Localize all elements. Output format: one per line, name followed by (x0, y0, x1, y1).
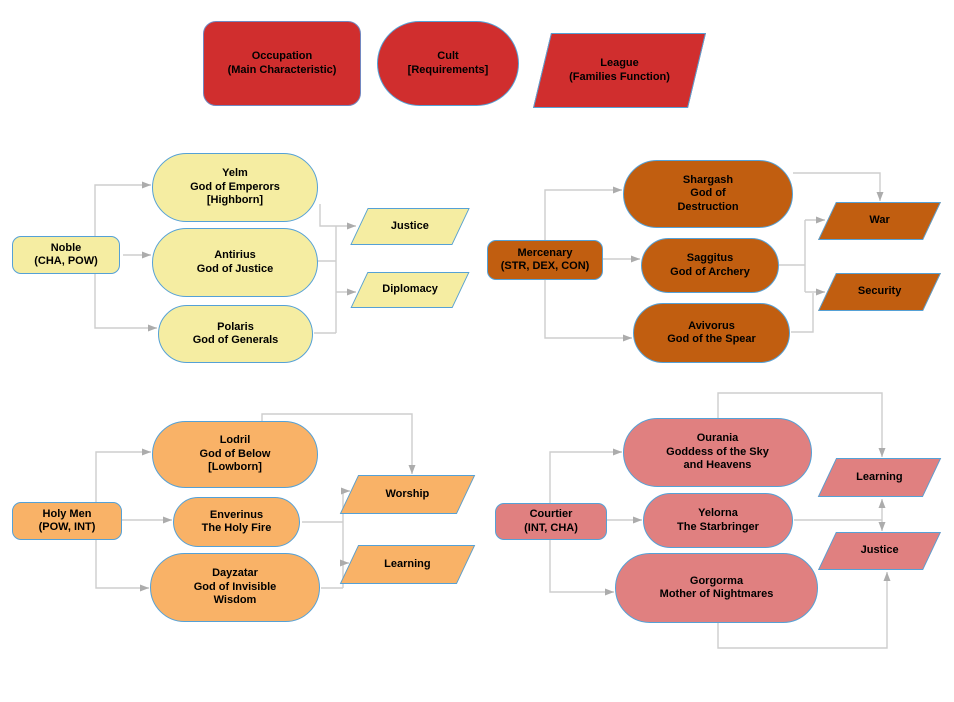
cult-lodril-node: Lodril God of Below [Lowborn] (152, 421, 318, 488)
league-learning-holy-label: Learning (384, 557, 431, 570)
league-justice-noble-node: Justice (350, 208, 470, 245)
league-worship-node: Worship (339, 475, 476, 514)
occupation-holy-men-node: Holy Men (POW, INT) (12, 502, 122, 540)
occupation-courtier-node: Courtier (INT, CHA) (495, 503, 607, 540)
cult-antirius-node: Antirius God of Justice (152, 228, 318, 297)
cult-polaris-node: Polaris God of Generals (158, 305, 313, 363)
cult-yelorna-node: Yelorna The Starbringer (643, 493, 793, 548)
cult-enverinus-node: Enverinus The Holy Fire (173, 497, 300, 547)
league-worship-label: Worship (385, 487, 430, 500)
league-security-label: Security (857, 285, 902, 298)
league-justice-courtier-node: Justice (818, 532, 941, 570)
league-learning-courtier-label: Learning (856, 470, 903, 483)
legend-cult-shape: Cult [Requirements] (377, 21, 519, 106)
cult-shargash-node: Shargash God of Destruction (623, 160, 793, 228)
occupation-mercenary-node: Mercenary (STR, DEX, CON) (487, 240, 603, 280)
league-diplomacy-label: Diplomacy (382, 283, 438, 296)
league-diplomacy-node: Diplomacy (350, 272, 470, 308)
league-justice-noble-label: Justice (391, 219, 429, 232)
cult-saggitus-node: Saggitus God of Archery (641, 238, 779, 293)
legend-league-shape: League (Families Function) (532, 33, 707, 108)
league-justice-courtier-label: Justice (860, 544, 899, 557)
league-war-node: War (818, 202, 941, 240)
league-security-node: Security (818, 273, 941, 311)
legend-league-label: League (Families Function) (569, 57, 670, 83)
league-war-label: War (869, 214, 890, 227)
cult-ourania-node: Ourania Goddess of the Sky and Heavens (623, 418, 812, 487)
league-learning-holy-node: Learning (339, 545, 476, 584)
cult-dayzatar-node: Dayzatar God of Invisible Wisdom (150, 553, 320, 622)
cult-avivorus-node: Avivorus God of the Spear (633, 303, 790, 363)
cult-yelm-node: Yelm God of Emperors [Highborn] (152, 153, 318, 222)
legend-occupation-shape: Occupation (Main Characteristic) (203, 21, 361, 106)
league-learning-courtier-node: Learning (817, 458, 942, 497)
occupation-noble-node: Noble (CHA, POW) (12, 236, 120, 274)
cult-gorgorma-node: Gorgorma Mother of Nightmares (615, 553, 818, 623)
